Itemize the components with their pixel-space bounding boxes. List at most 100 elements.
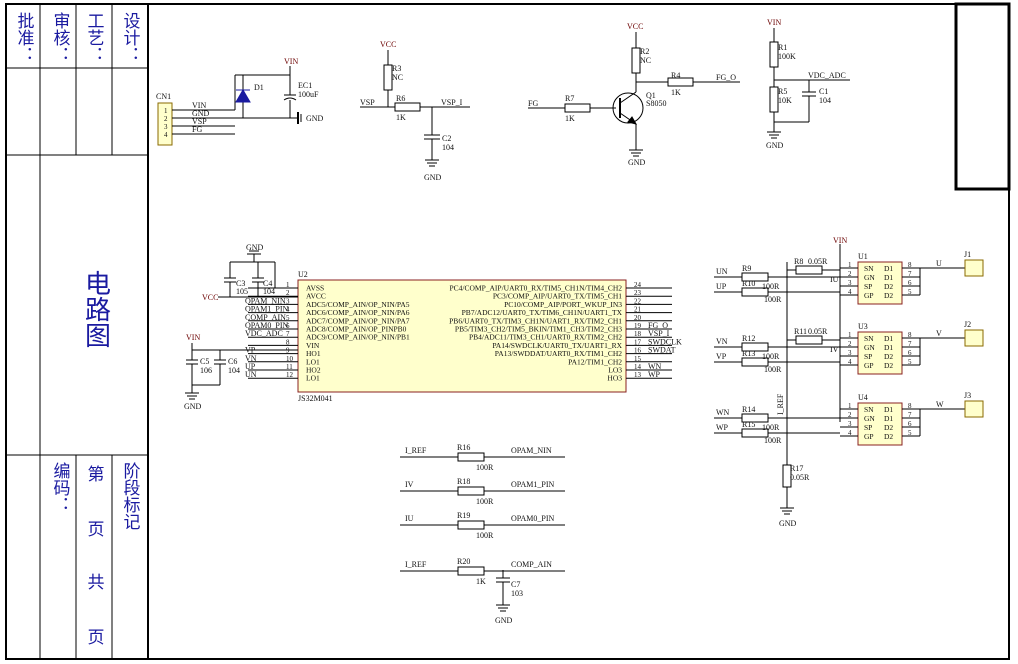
gnd-label-r1: GND [766,141,784,150]
u2-part: JS32M041 [298,394,333,403]
mcu-left-pin-name: AVSS [306,284,324,293]
cn1-net-vsp: VSP [192,117,207,126]
mcu-left-pin-num: 6 [286,322,290,330]
cn1-pin3: 3 [164,123,168,131]
driver-pin-name-right: D1 [884,273,893,282]
fg-net: FG [528,99,538,108]
mcu-right-pin-name: PA12/TIM1_CH2 [568,357,622,366]
mcu-right-pin-num: 18 [634,330,642,338]
vcc-label-q1: VCC [627,22,643,31]
driver-pin-name-right: D2 [884,432,893,441]
gnd-c7: GND [495,616,513,625]
opamp-row-r19 [400,520,565,530]
mcu-right-pin-name: PB6/UART0_TX/TIM3_CH1N/UART1_RX/TIM2_CH1 [449,316,622,325]
driver-rl-value: 100R [764,295,782,304]
driver-lin-net: WP [716,423,729,432]
driver-u4 [714,400,984,446]
mcu-right-net: FG_O [648,321,668,330]
mcu-right-net: SWDAT [648,346,676,355]
driver-pin-num-right: 5 [908,288,912,296]
page-first: 第 [85,465,105,482]
opamp-r-ref: R19 [457,511,470,520]
mcu-right-pin-num: 23 [634,289,642,297]
d1-ec1-circuit [234,66,302,124]
c3-ref: C3 [236,279,245,288]
opamp-in-net: IV [405,480,414,489]
vdc-adc-net: VDC_ADC [808,71,846,80]
driver-pin-name-left: SN [864,334,874,343]
driver-lin-net: UP [716,282,727,291]
driver-pin-num-right: 7 [908,270,912,278]
u2-mcu [185,250,672,400]
driver-pin-num-left: 1 [848,331,852,339]
corner-box [954,2,1011,191]
mcu-left-net: OPAM1_PIN [245,305,288,314]
mcu-gnd-bottom: GND [184,402,202,411]
c5-value: 106 [200,366,212,375]
mcu-left-pin-name: ADC7/COMP_AIN/OP_NIN/PA7 [306,316,410,325]
gnd-label-q1: GND [628,158,646,167]
mcu-left-pin-name: HO2 [306,366,321,375]
vin-label-r1: VIN [767,18,781,27]
driver-rh-value: 100R [762,282,780,291]
driver-pin-name-left: SN [864,405,874,414]
opamp-r-value: 100R [476,531,494,540]
driver-pin-num-left: 3 [848,420,852,428]
q1-ref: Q1 [646,91,656,100]
mcu-left-net: VP [245,346,256,355]
opamp-r-value: 100R [476,497,494,506]
mcu-right-pin-num: 20 [634,314,642,322]
driver-rh-value: 100R [762,352,780,361]
mcu-left-pin-num: 7 [286,330,290,338]
cn1-ref: CN1 [156,92,171,101]
c1-ref: C1 [819,87,828,96]
driver-isense-net: IV [830,345,839,354]
opamp-out-net: COMP_AIN [511,560,552,569]
driver-pin-name-right: D1 [884,334,893,343]
driver-u3 [714,329,984,375]
mcu-right-net: WP [648,370,661,379]
driver-pin-num-right: 6 [908,279,912,287]
cn1-pin4: 4 [164,131,168,139]
cn1-connector [157,102,235,146]
mcu-gnd: GND [246,243,264,252]
opamp-r-ref: R16 [457,443,470,452]
stage-mark: 阶段标记 [121,462,141,530]
driver-pin-num-left: 3 [848,349,852,357]
r4-ref: R4 [671,71,680,80]
mcu-right-pin-name: HO3 [607,374,622,383]
ec1-ref: EC1 [298,81,312,90]
mcu-left-pin-num: 3 [286,297,290,305]
driver-rs-value: 0.05R [808,327,828,336]
c7-ref: C7 [511,580,520,589]
r3-value: NC [392,73,403,82]
mcu-left-pin-num: 1 [286,281,290,289]
ec1-value: 100uF [298,90,319,99]
driver-pin-num-left: 4 [848,429,852,437]
driver-pin-name-right: D2 [884,282,893,291]
cn1-pin2: 2 [164,115,168,123]
cn1-net-vin: VIN [192,101,206,110]
mcu-vin: VIN [186,333,200,342]
mcu-left-pin-name: LO1 [306,374,320,383]
driver-vin: VIN [833,236,847,245]
mcu-left-pin-name: HO1 [306,349,321,358]
opamp-out-net: OPAM0_PIN [511,514,554,523]
mcu-left-pin-num: 12 [286,371,294,379]
driver-rh-value: 100R [762,423,780,432]
driver-pin-num-left: 2 [848,270,852,278]
mcu-left-pin-name: AVCC [306,292,326,301]
driver-rl-ref: R10 [742,279,755,288]
mcu-right-pin-num: 15 [634,355,642,363]
driver-pin-name-left: GN [864,273,875,282]
mcu-left-net: OPAM0_PIN [245,321,288,330]
driver-rl-value: 100R [764,436,782,445]
driver-pin-num-left: 1 [848,261,852,269]
driver-rh-ref: R9 [742,264,751,273]
mcu-right-net: SWDCLK [648,337,682,346]
driver-conn-ref: J2 [964,320,971,329]
c6-ref: C6 [228,357,237,366]
mcu-right-pin-num: 13 [634,371,642,379]
cn1-pin1: 1 [164,107,168,115]
